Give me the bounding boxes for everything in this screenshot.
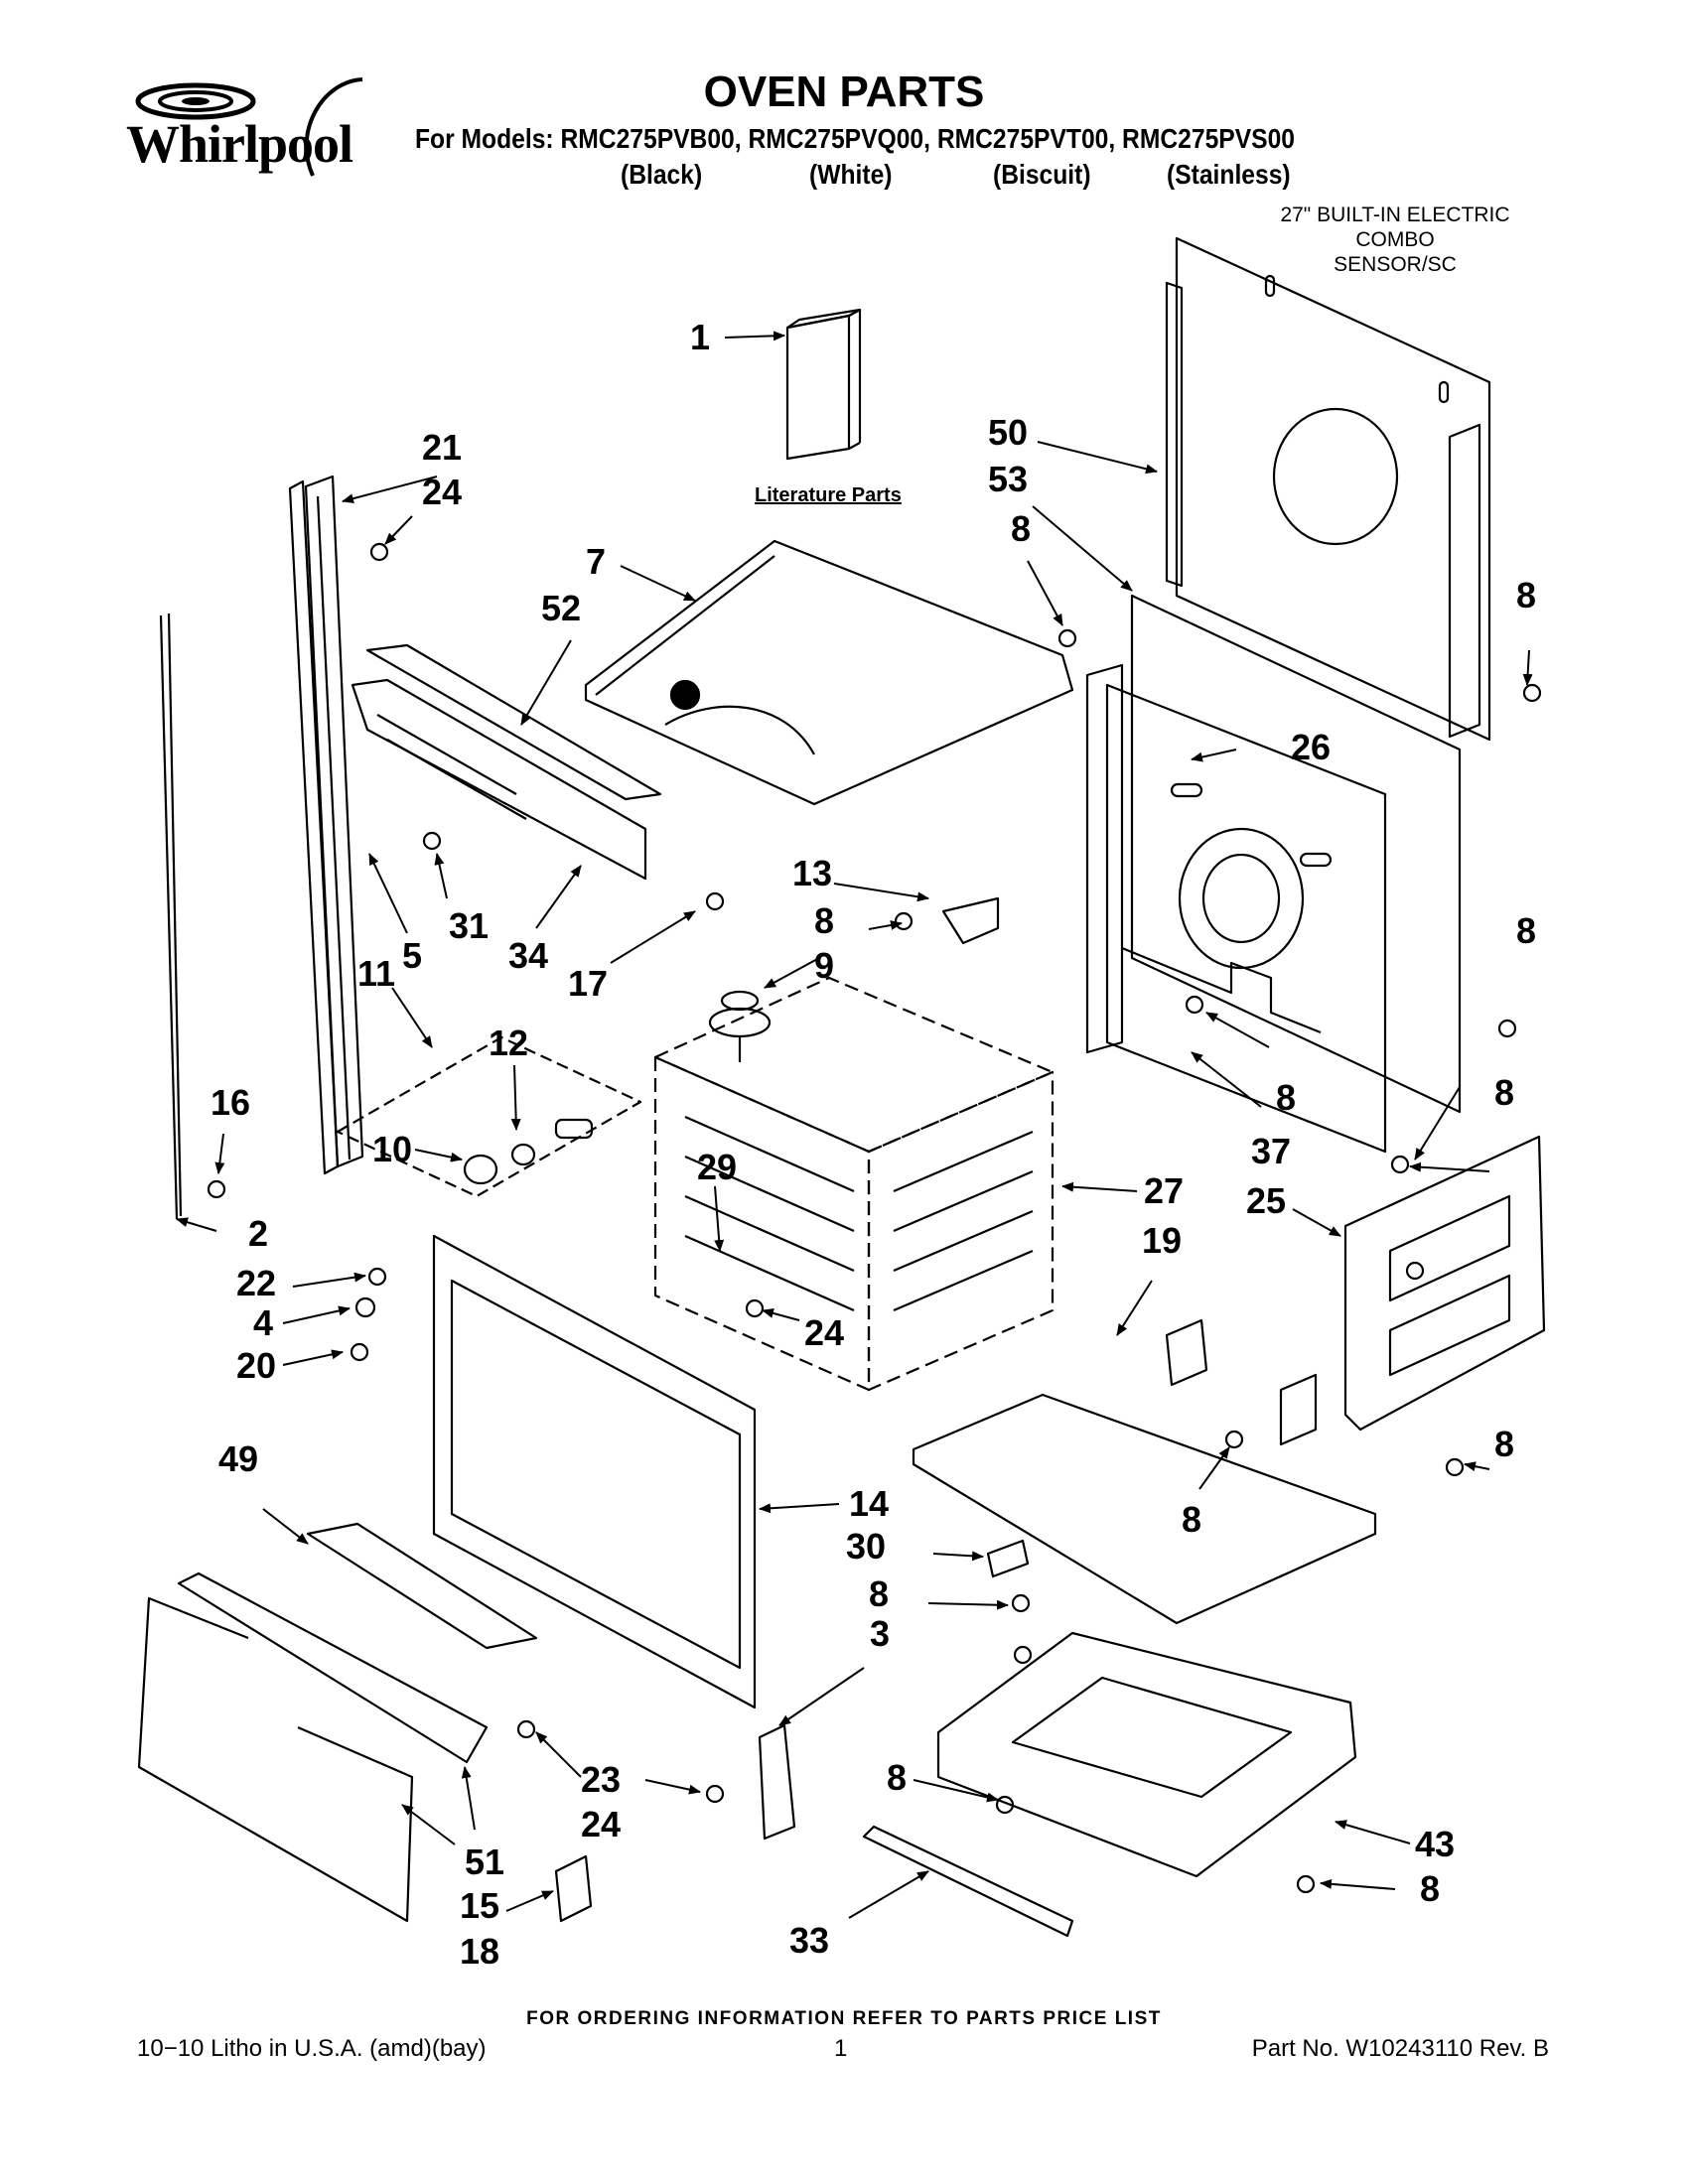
product-type-line: SENSOR/SC	[1334, 253, 1457, 276]
color-black: (Black)	[621, 159, 703, 190]
callout-label: 8	[869, 1573, 889, 1614]
oven-sensor	[708, 990, 772, 1062]
bracket	[941, 896, 1000, 945]
callout-label: 24	[804, 1312, 844, 1353]
callout-label: 15	[460, 1885, 499, 1926]
callout-label: 8	[1516, 575, 1536, 615]
callout-label: 5	[402, 935, 422, 976]
callout-label: 1	[690, 317, 710, 357]
callout-label: 31	[449, 905, 489, 946]
door-switch	[463, 1118, 594, 1185]
callout-label: 34	[508, 935, 548, 976]
callout-label: 24	[581, 1804, 621, 1844]
callout-label: 51	[465, 1842, 504, 1882]
hinge-bracket	[758, 1723, 796, 1841]
callout-label: 18	[460, 1931, 499, 1972]
callout-label: 4	[253, 1302, 273, 1343]
callout-label: 16	[211, 1082, 250, 1123]
side-heat-shield	[1085, 594, 1462, 1154]
callout-labels: 1 50 53 8 8 21 24 7 52 26 13 8 9 31 5 34…	[211, 317, 1536, 1972]
callout-label: 13	[792, 853, 832, 893]
callout-label: 50	[988, 412, 1028, 453]
color-biscuit: (Biscuit)	[993, 159, 1091, 190]
litho-info: 10−10 Litho in U.S.A. (amd)(bay)	[137, 2035, 487, 2062]
literature-parts-label: Literature Parts	[755, 484, 902, 506]
vent-duct	[306, 1522, 538, 1650]
brand-wordmark: Whirlpool	[126, 114, 353, 174]
color-white: (White)	[809, 159, 893, 190]
literature-booklet	[785, 308, 862, 461]
callout-label: 7	[586, 541, 606, 582]
ordering-note: FOR ORDERING INFORMATION REFER TO PARTS …	[526, 2008, 1162, 2029]
callout-label: 8	[1516, 910, 1536, 951]
product-type: 27" BUILT-IN ELECTRIC COMBO SENSOR/SC	[1236, 203, 1554, 277]
callout-label: 10	[372, 1129, 412, 1169]
callout-label: 24	[422, 472, 462, 512]
side-trim	[288, 475, 364, 1175]
callout-label: 8	[1494, 1072, 1514, 1113]
hinge-receptacle	[554, 1854, 593, 1923]
control-panel-frame	[351, 643, 662, 881]
callout-label: 27	[1144, 1170, 1184, 1211]
callout-label: 8	[887, 1757, 907, 1798]
oven-cavity	[653, 976, 1055, 1392]
page-number: 1	[834, 2035, 848, 2062]
callout-label: 9	[814, 945, 834, 986]
rear-panel	[1165, 236, 1491, 742]
page-title: OVEN PARTS	[703, 68, 985, 116]
callout-label: 3	[870, 1613, 890, 1654]
callout-label: 37	[1251, 1131, 1291, 1171]
bottom-shield	[912, 1318, 1377, 1625]
lower-trim	[177, 1571, 489, 1764]
callout-label: 14	[849, 1483, 889, 1524]
logo-swirl-icon	[135, 77, 363, 177]
oven-rack-supports	[684, 1115, 1034, 1312]
screws	[207, 542, 1542, 1894]
callout-label: 8	[814, 900, 834, 941]
callout-label: 53	[988, 459, 1028, 499]
product-type-line: 27" BUILT-IN ELECTRIC	[1280, 204, 1510, 226]
door-gasket	[137, 1596, 414, 1923]
product-type-line: COMBO	[1355, 228, 1435, 251]
color-stainless: (Stainless)	[1167, 159, 1291, 190]
callout-label: 20	[236, 1345, 276, 1386]
callout-label: 30	[846, 1526, 886, 1567]
callout-label: 8	[1011, 508, 1031, 549]
whirlpool-logo: Whirlpool	[124, 71, 382, 181]
models-line: For Models: RMC275PVB00, RMC275PVQ00, RM…	[415, 123, 1295, 154]
callout-label: 12	[489, 1023, 528, 1063]
switch-kit-outline	[336, 1035, 642, 1198]
callout-label: 25	[1246, 1180, 1286, 1221]
callout-label: 19	[1142, 1220, 1182, 1261]
callout-label: 29	[697, 1147, 737, 1187]
callout-label: 49	[218, 1438, 258, 1479]
toe-kick	[862, 1825, 1074, 1938]
callout-label: 8	[1182, 1499, 1201, 1540]
leader-arrows	[176, 331, 1533, 1919]
callout-label: 8	[1494, 1424, 1514, 1464]
callout-label: 21	[422, 427, 462, 468]
callout-label: 11	[357, 953, 395, 994]
callout-label: 22	[236, 1263, 276, 1303]
callout-label: 43	[1415, 1824, 1455, 1864]
callout-label: 23	[581, 1759, 621, 1800]
callout-label: 33	[789, 1920, 829, 1961]
callout-label: 17	[568, 963, 608, 1004]
part-number: Part No. W10243110 Rev. B	[1251, 2035, 1549, 2062]
side-plate	[1343, 1135, 1546, 1432]
door-frame	[432, 1234, 757, 1709]
side-rail	[159, 613, 183, 1220]
callout-label: 2	[248, 1213, 268, 1254]
callout-label: 8	[1276, 1077, 1296, 1118]
callout-label: 8	[1420, 1868, 1440, 1909]
top-cover	[584, 539, 1074, 806]
callout-label: 52	[541, 588, 581, 628]
bottom-tray	[936, 1631, 1357, 1878]
clip	[986, 1539, 1030, 1578]
callout-label: 26	[1291, 727, 1331, 767]
